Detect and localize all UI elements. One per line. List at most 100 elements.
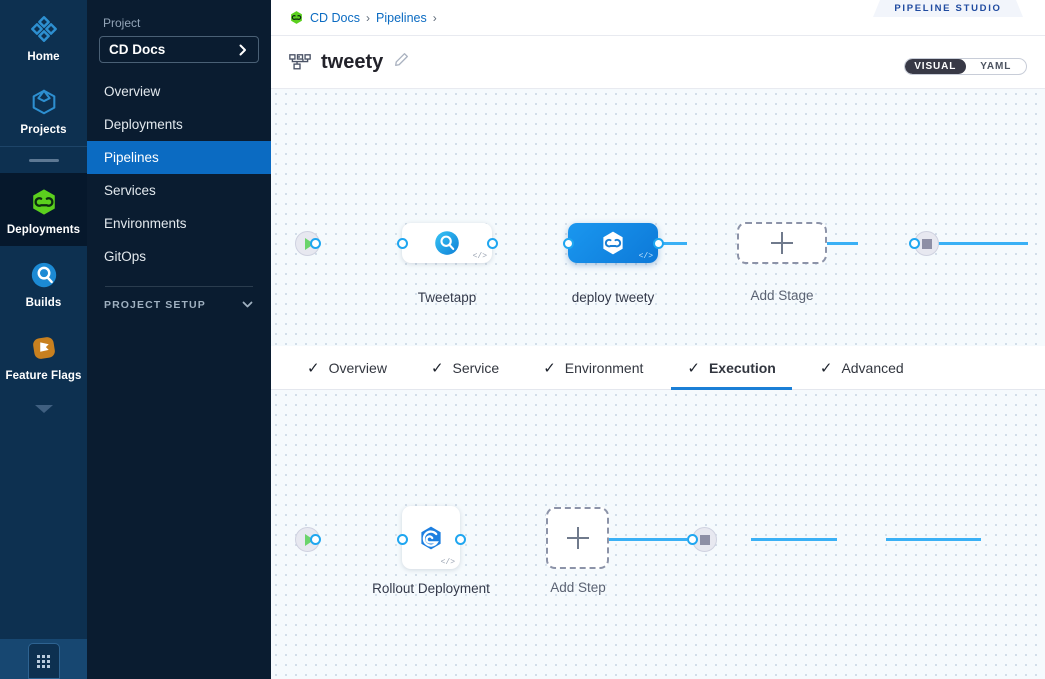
stage-label-tweetapp: Tweetapp xyxy=(417,290,477,305)
builds-circle-icon xyxy=(31,262,56,288)
step-port-start[interactable] xyxy=(310,534,321,545)
sidebar-item-deployments[interactable]: Deployments xyxy=(87,108,271,141)
sidebar-item-label: GitOps xyxy=(104,249,147,264)
rail-item-builds[interactable]: Builds xyxy=(0,246,87,319)
tab-label: Overview xyxy=(328,359,387,376)
project-setup-label: PROJECT SETUP xyxy=(104,298,206,311)
rail-item-label: Projects xyxy=(20,124,67,136)
project-selector-value: CD Docs xyxy=(109,42,166,57)
step-port-end[interactable] xyxy=(687,534,698,545)
rail-more-caret[interactable] xyxy=(32,402,56,421)
sidebar-item-pipelines[interactable]: Pipelines xyxy=(87,141,271,174)
app-grid-button[interactable] xyxy=(27,643,60,679)
rail-item-feature-flags[interactable]: Feature Flags xyxy=(0,319,87,392)
sidebar-item-services[interactable]: Services xyxy=(87,174,271,207)
pipeline-studio-tag: PIPELINE STUDIO xyxy=(873,0,1023,17)
rail-item-label: Builds xyxy=(25,297,62,309)
edit-pipeline-button[interactable] xyxy=(394,52,409,72)
stage-code-marker: </> xyxy=(472,252,487,261)
check-icon: ✓ xyxy=(307,359,320,377)
check-icon: ✓ xyxy=(819,359,833,377)
stage-tabs: ✓ Overview ✓ Service ✓ Environment ✓ Exe… xyxy=(271,346,1045,390)
breadcrumb-item-cd-docs[interactable]: CD Docs xyxy=(310,10,361,25)
stage-node-tweetapp[interactable]: </> xyxy=(402,223,492,263)
module-rail: Home Projects Deployments Builds xyxy=(0,0,87,679)
toggle-option-yaml[interactable]: YAML xyxy=(980,61,1012,72)
tab-overview[interactable]: ✓ Overview xyxy=(285,346,409,390)
stage-label-deploy-tweety: deploy tweety xyxy=(571,290,655,305)
sidebar-item-gitops[interactable]: GitOps xyxy=(87,240,271,273)
stage-port-out-2[interactable] xyxy=(653,238,664,249)
sidebar-item-environments[interactable]: Environments xyxy=(87,207,271,240)
add-step-button[interactable] xyxy=(546,507,609,569)
end-stop-icon xyxy=(921,238,932,249)
rail-item-label: Home xyxy=(27,51,60,63)
project-setup-toggle[interactable]: PROJECT SETUP xyxy=(99,298,259,311)
stage-port-out-1[interactable] xyxy=(487,238,498,249)
sidebar-item-label: Environments xyxy=(104,216,187,231)
sidebar-item-label: Overview xyxy=(104,84,161,99)
start-play-icon xyxy=(304,533,314,546)
project-nav: Overview Deployments Pipelines Services … xyxy=(87,75,271,273)
step-port-in-1[interactable] xyxy=(397,534,408,545)
stage-code-marker: </> xyxy=(638,252,653,261)
tab-advanced[interactable]: ✓ Advanced xyxy=(798,346,926,390)
check-icon: ✓ xyxy=(687,359,700,377)
add-step-label: Add Step xyxy=(550,580,606,595)
stage-port-in-2[interactable] xyxy=(563,238,574,249)
step-port-out-1[interactable] xyxy=(455,534,466,545)
sidebar-divider xyxy=(105,286,253,287)
deployments-hexagon-icon xyxy=(32,189,55,215)
step-connector-3 xyxy=(886,538,981,541)
breadcrumb-item-pipelines[interactable]: Pipelines xyxy=(376,10,427,25)
rail-item-label: Feature Flags xyxy=(5,370,82,382)
sidebar-item-overview[interactable]: Overview xyxy=(87,75,271,108)
cube-icon xyxy=(32,89,55,115)
end-stop-icon xyxy=(699,534,710,545)
breadcrumb-separator: › xyxy=(366,10,371,25)
page-title: tweety xyxy=(321,50,384,73)
plus-icon xyxy=(771,232,793,254)
project-sidebar: Project CD Docs Overview Deployments Pip… xyxy=(87,0,271,679)
stage-port-end[interactable] xyxy=(909,238,920,249)
tab-environment[interactable]: ✓ Environment xyxy=(521,346,665,390)
step-label-rollout-deployment: Rollout Deployment xyxy=(372,581,490,596)
deployments-hexagon-icon xyxy=(291,11,302,24)
main-content: PIPELINE STUDIO CD Docs › Pipelines › xyxy=(271,0,1045,679)
rail-item-deployments[interactable]: Deployments xyxy=(0,173,87,246)
stage-node-deploy-tweety[interactable]: </> xyxy=(568,223,658,263)
stage-canvas[interactable]: </> Tweetapp </> deploy tweety Add Stage xyxy=(271,89,1045,346)
rail-item-projects[interactable]: Projects xyxy=(0,73,87,146)
check-icon: ✓ xyxy=(430,359,444,377)
execution-canvas[interactable]: </> Rollout Deployment Add Step xyxy=(271,390,1045,679)
sidebar-item-label: Pipelines xyxy=(104,150,159,165)
stage-connector-3 xyxy=(936,242,1028,245)
chevron-down-icon xyxy=(242,301,253,308)
step-node-rollout-deployment[interactable]: </> xyxy=(402,506,460,569)
tab-label: Environment xyxy=(564,359,644,376)
tab-execution[interactable]: ✓ Execution xyxy=(665,346,797,390)
toggle-option-visual[interactable]: VISUAL xyxy=(905,59,966,74)
rail-item-home[interactable]: Home xyxy=(0,0,87,73)
builds-circle-icon xyxy=(435,231,459,255)
rollout-deployment-icon xyxy=(421,526,441,549)
rail-item-label: Deployments xyxy=(6,224,81,236)
plus-icon xyxy=(566,527,589,549)
deployments-hexagon-icon xyxy=(603,231,623,255)
stage-port-in-1[interactable] xyxy=(397,238,408,249)
rail-drag-handle[interactable] xyxy=(28,159,59,162)
feature-flags-icon xyxy=(32,337,55,359)
stage-port-start[interactable] xyxy=(310,238,321,249)
pipeline-diagram-icon xyxy=(289,54,311,70)
chevron-right-icon xyxy=(239,44,246,55)
view-mode-toggle[interactable]: VISUAL YAML xyxy=(904,58,1027,75)
project-selector[interactable]: CD Docs xyxy=(99,36,259,63)
tab-label: Execution xyxy=(708,359,776,376)
breadcrumb-separator: › xyxy=(432,10,437,25)
pipeline-studio-label: PIPELINE STUDIO xyxy=(894,3,1002,14)
tab-label: Advanced xyxy=(841,359,904,376)
sidebar-item-label: Deployments xyxy=(104,117,183,132)
tab-service[interactable]: ✓ Service xyxy=(409,346,521,390)
caret-down-icon xyxy=(34,405,53,413)
add-stage-button[interactable] xyxy=(737,222,827,264)
